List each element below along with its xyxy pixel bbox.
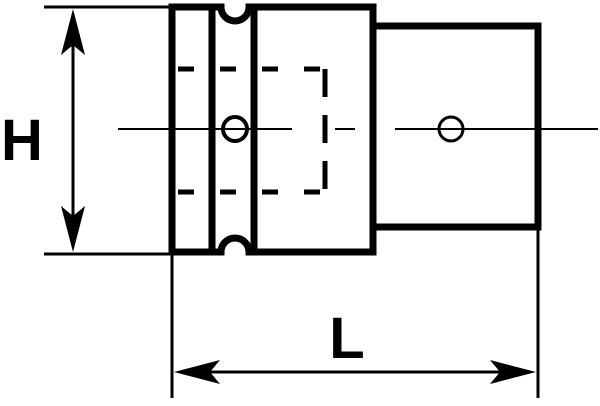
length-label: L: [329, 306, 364, 371]
square-drive-shank: [369, 22, 542, 231]
height-arrow-top: [61, 9, 85, 55]
length-arrow-left: [174, 360, 220, 384]
height-label: H: [1, 108, 43, 173]
height-arrow-bottom: [61, 206, 85, 252]
height-dimension: H: [1, 5, 172, 256]
length-dimension: L: [170, 227, 540, 398]
length-arrow-right: [490, 360, 536, 384]
hidden-recess: [178, 66, 328, 195]
